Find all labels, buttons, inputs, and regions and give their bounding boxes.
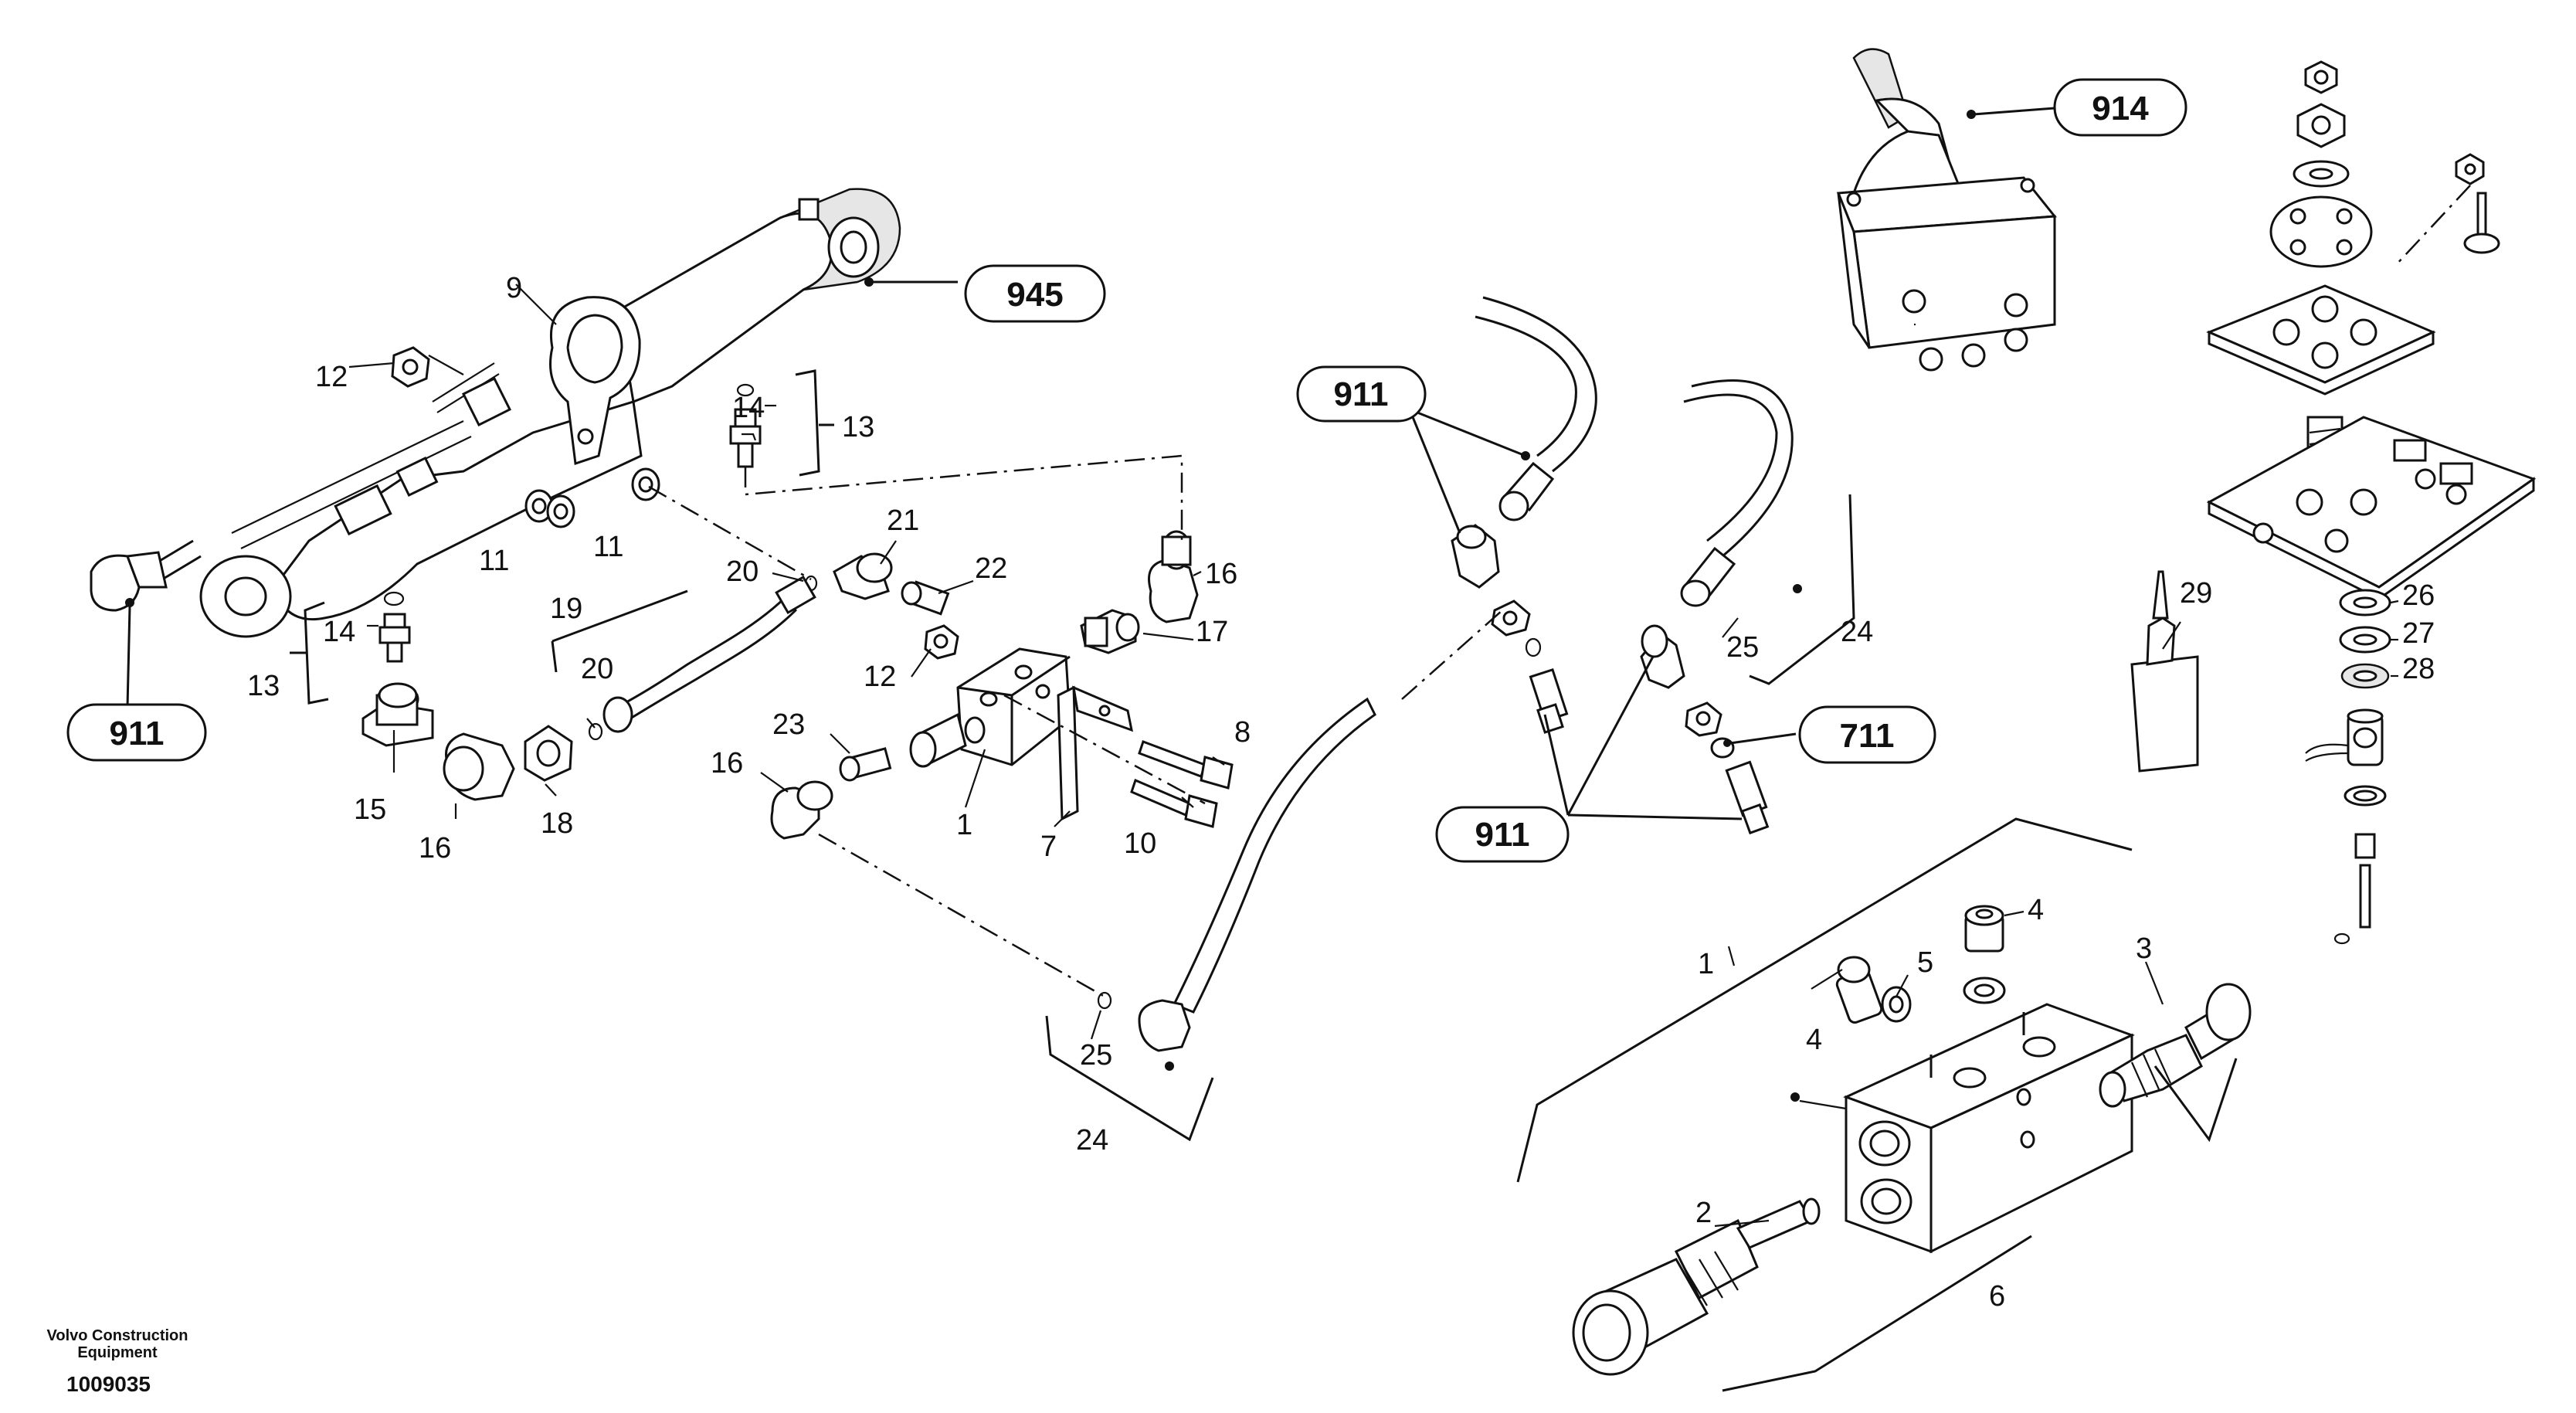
elbow-fitting-part (1148, 530, 1199, 623)
washer-part (524, 467, 660, 528)
callout-911-left: 911 (66, 703, 207, 762)
label-4: 4 (2028, 894, 2044, 926)
callout-945-label: 945 (1006, 276, 1063, 314)
label-10: 10 (1124, 827, 1156, 860)
joystick-part (1836, 48, 2057, 372)
hose-part (602, 575, 816, 733)
nut-part (924, 624, 959, 660)
label-24: 24 (1076, 1124, 1108, 1157)
nut-part (391, 346, 430, 388)
label-16: 16 (1205, 558, 1237, 590)
hose-part (1680, 379, 1802, 607)
label-15: 15 (354, 793, 386, 826)
valve-cartridge-part (2099, 983, 2252, 1108)
company-name-line2: Equipment (77, 1344, 158, 1361)
hose-part (1475, 296, 1597, 521)
control-valve-stack (2206, 60, 2537, 945)
label-18: 18 (541, 807, 573, 840)
label-25: 25 (1726, 631, 1759, 664)
hydraulic-cylinder (90, 188, 901, 638)
elbow-fitting-part (770, 780, 833, 840)
label-12: 12 (864, 661, 896, 693)
sealant-tube-part (2130, 570, 2199, 773)
part-number-labels: 9 12 14 13 11 11 14 13 15 16 18 19 20 20… (247, 272, 2435, 1313)
label-7: 7 (1040, 830, 1057, 863)
label-16: 16 (419, 832, 451, 864)
label-1: 1 (1698, 948, 1714, 980)
label-11: 11 (479, 545, 509, 577)
document-number: 1009035 (66, 1372, 151, 1396)
label-6: 6 (1989, 1280, 2005, 1313)
label-3: 3 (2136, 932, 2152, 965)
nut-part (524, 725, 573, 782)
tee-fitting-part (361, 682, 434, 747)
label-27: 27 (2402, 617, 2435, 650)
hose-part (1097, 697, 1376, 1071)
label-28: 28 (2402, 653, 2435, 685)
o-ring-part (588, 722, 603, 741)
label-5: 5 (1917, 946, 1933, 979)
label-22: 22 (975, 552, 1007, 585)
valve-cartridge-part (1572, 1197, 1821, 1376)
valve-block-part (909, 647, 1071, 768)
bolt-part (1130, 740, 1234, 828)
label-24: 24 (1841, 616, 1873, 648)
label-23: 23 (772, 708, 805, 741)
callout-711: 711 (1798, 705, 1936, 764)
label-9: 9 (506, 272, 522, 304)
label-12: 12 (315, 361, 348, 393)
callout-911-mid-label: 911 (1475, 816, 1530, 854)
label-20: 20 (726, 555, 759, 588)
label-20: 20 (581, 653, 613, 685)
fitting-part (901, 580, 950, 616)
connection-lines (648, 454, 1503, 998)
callout-911-top-label: 911 (1334, 375, 1389, 413)
label-19: 19 (550, 593, 582, 625)
fitting-part (1080, 609, 1140, 654)
elbow-fitting-part (1640, 624, 1770, 835)
label-4: 4 (1806, 1024, 1822, 1056)
company-footer: Volvo Construction Equipment (40, 1327, 195, 1361)
elbow-fitting-part (443, 732, 515, 801)
label-8: 8 (1234, 716, 1251, 749)
callout-945: 945 (964, 264, 1106, 323)
label-21: 21 (887, 504, 919, 537)
callout-914-label: 914 (2092, 90, 2149, 127)
label-1: 1 (956, 809, 972, 841)
company-name-line1: Volvo Construction (46, 1327, 188, 1344)
plug-part (1835, 905, 2006, 1024)
label-2: 2 (1695, 1197, 1712, 1229)
callout-911-mid: 911 (1435, 806, 1570, 863)
label-14: 14 (732, 392, 765, 424)
clamp-part (549, 296, 641, 466)
label-13: 13 (842, 411, 874, 443)
label-29: 29 (2180, 577, 2212, 610)
callout-911-top: 911 (1296, 365, 1427, 423)
fitting-part (378, 591, 411, 663)
label-16: 16 (711, 747, 743, 780)
label-14: 14 (323, 616, 355, 648)
fitting-part (729, 383, 762, 468)
callout-711-label: 711 (1840, 717, 1895, 755)
leader-lines (126, 107, 2399, 1392)
label-17: 17 (1196, 616, 1228, 648)
callout-914: 914 (2053, 78, 2187, 137)
label-13: 13 (247, 670, 280, 702)
label-25: 25 (1080, 1039, 1112, 1072)
callout-911-left-label: 911 (110, 715, 165, 752)
bracket-part (1057, 685, 1133, 821)
valve-block-part (1843, 1003, 2135, 1254)
elbow-fitting-part (1451, 524, 1569, 734)
fitting-part (839, 747, 892, 782)
label-11: 11 (593, 531, 623, 563)
label-26: 26 (2402, 579, 2435, 612)
